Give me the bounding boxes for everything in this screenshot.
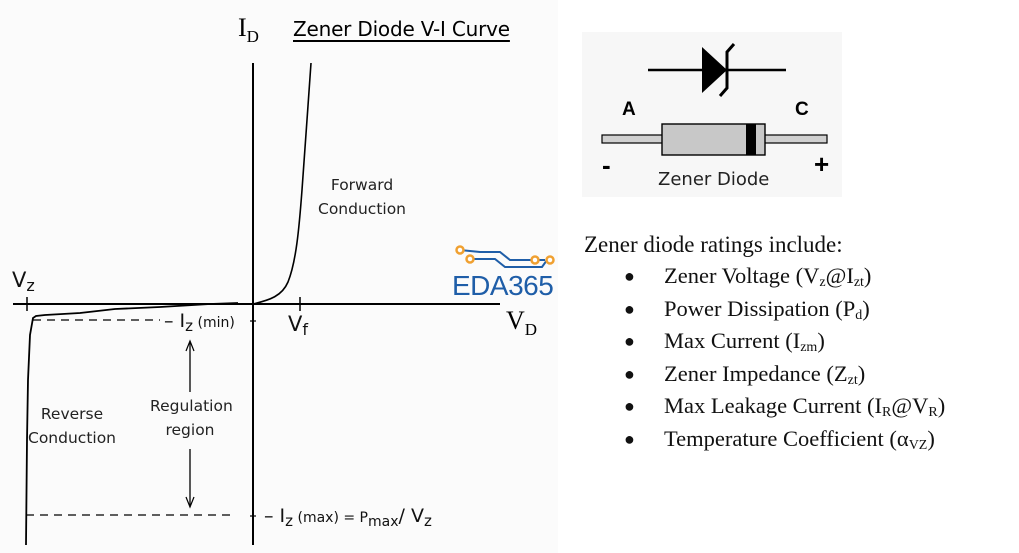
rating-text-part: ) [862, 295, 870, 321]
cathode-label: C [795, 99, 809, 120]
rating-subscript: R [882, 405, 892, 420]
rating-item: ● Power Dissipation (Pd) [584, 293, 1014, 326]
bullet-icon: ● [624, 363, 635, 384]
rating-text: Zener Voltage (V [664, 263, 820, 288]
ratings-section: Zener diode ratings include: ● Zener Volt… [584, 230, 1014, 455]
bullet-icon: ● [624, 266, 635, 286]
rating-subscript: z [819, 275, 826, 290]
rating-text: Temperature Coefficient (α [664, 425, 909, 451]
rating-subscript: zt [853, 275, 864, 290]
rating-text-part: @I [825, 263, 854, 288]
rating-item: ● Temperature Coefficient (αVZ) [584, 423, 1014, 456]
bullet-icon: ● [624, 298, 635, 319]
pad-2 [465, 254, 475, 264]
rating-subscript: zt [847, 372, 858, 388]
arrow-up-head [185, 339, 195, 352]
ratings-heading: Zener diode ratings include: [584, 232, 843, 257]
reverse-line-1: Reverse [40, 405, 104, 423]
pad-3 [530, 255, 540, 265]
rating-text: Max Current (I [664, 328, 801, 353]
zener-symbol-triangle [702, 47, 727, 93]
graph-title: Zener Diode V-I Curve [293, 17, 510, 41]
lead-left [601, 134, 665, 144]
x-axis-label: VD [506, 306, 538, 339]
rating-text: Zener Impedance (Z [664, 360, 848, 386]
ratings-list: ●Zener Voltage (Vz@Izt)●Power Dissipatio… [584, 260, 1014, 455]
rating-text: Max Leakage Current (I [664, 393, 883, 418]
y-axis-label: ID [238, 13, 259, 46]
vf-label: Vf [288, 312, 309, 339]
bullet-icon: ● [624, 396, 635, 416]
vz-label: Vz [12, 268, 35, 295]
regulation-line-1: Regulation [150, 397, 233, 415]
plus-sign: + [814, 149, 830, 179]
cathode-band [746, 124, 756, 155]
zener-symbol-bar [718, 43, 736, 97]
rating-text-part: ) [863, 263, 872, 288]
rating-subscript: VZ [908, 437, 928, 453]
iz-min-label: – Iz (min) [164, 310, 235, 335]
rating-text-part: ) [927, 425, 935, 451]
trace-top [459, 249, 545, 261]
vi-curve-svg [13, 62, 500, 546]
forward-line-1: Forward [330, 176, 394, 194]
iz-max-label: – Iz (max) = Pmax/ Vz [264, 505, 432, 530]
trace-bottom [470, 258, 548, 268]
vi-curve-graph: ID Zener Diode V-I Curve VD Vz Vf – Iz (… [12, 13, 538, 546]
rating-subscript: R [928, 405, 938, 420]
rating-text-part: @V [891, 393, 929, 418]
forward-curve [252, 62, 312, 305]
rating-item: ●Max Leakage Current (IR@VR) [584, 390, 1014, 423]
rating-subscript: d [855, 307, 863, 323]
eda365-logo-traces [455, 245, 555, 268]
regulation-region-label: Regulation region [150, 394, 233, 442]
forward-line-2: Conduction [318, 200, 407, 218]
rating-item: ● Max Current (Izm) [584, 325, 1014, 358]
rating-item: ● Zener Impedance (Zzt) [584, 358, 1014, 391]
reverse-line-2: Conduction [28, 429, 117, 447]
rating-subscript: zm [800, 340, 818, 355]
bullet-icon: ● [624, 331, 635, 351]
eda365-watermark-text: EDA365 [452, 270, 554, 301]
reverse-curve [25, 302, 239, 546]
rating-text-part: ) [857, 360, 866, 386]
zener-diode-figure: A C - + Zener Diode [582, 32, 842, 197]
pad-4 [545, 255, 555, 265]
rating-text-part: ) [817, 328, 825, 353]
anode-label: A [622, 99, 636, 120]
minus-sign: - [602, 150, 611, 180]
arrow-down-head [185, 496, 195, 509]
lead-right [763, 134, 828, 144]
pad-1 [455, 245, 465, 255]
rating-text: Power Dissipation (P [664, 295, 856, 321]
zener-diode-svg [601, 43, 828, 156]
rating-item: ● Zener Voltage (Vz@Izt) [584, 260, 1014, 293]
rating-text-part: ) [937, 393, 946, 418]
diode-caption: Zener Diode [658, 169, 770, 190]
bullet-icon: ● [624, 428, 635, 449]
regulation-line-2: region [165, 421, 215, 439]
